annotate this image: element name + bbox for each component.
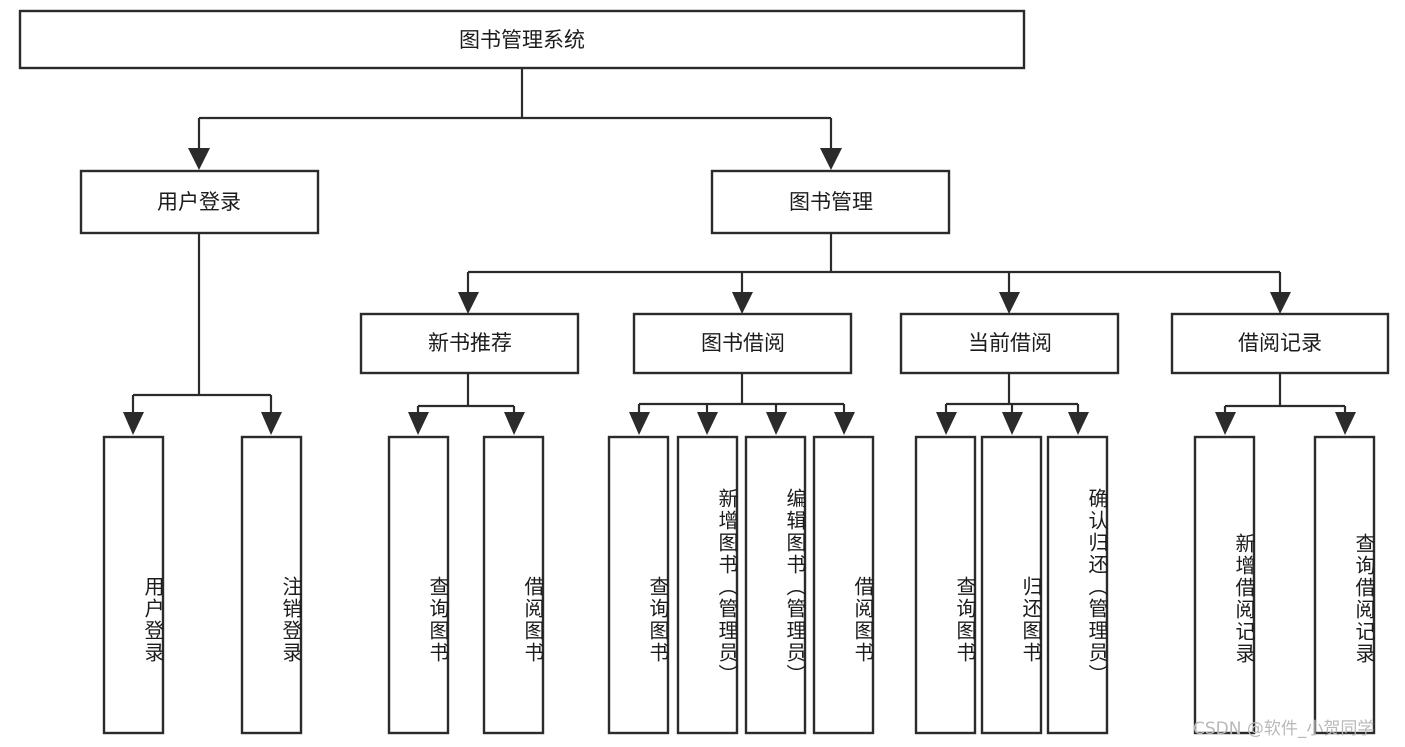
- leaf-rect-add-book[interactable]: [676, 435, 739, 735]
- arrow-head-book-borrow: [732, 292, 753, 314]
- connector-group-current-borrow: [936, 373, 1089, 435]
- arrow-head-book-manage: [820, 148, 842, 170]
- arrow-head-leaf-return-book: [1002, 412, 1023, 435]
- node-borrow-record-rect[interactable]: [1170, 312, 1390, 375]
- node-root-label: 图书管理系统: [459, 28, 585, 52]
- leaf-rect-confirm-return[interactable]: [1046, 435, 1109, 735]
- connector-group-user-login: [123, 233, 282, 435]
- node-book-manage-rect[interactable]: [710, 169, 951, 235]
- arrow-head-leaf-add-book: [697, 412, 718, 435]
- connector-group-new-book-recommend: [408, 373, 525, 435]
- connector-group-book-borrow: [629, 373, 855, 435]
- arrow-head-leaf-confirm-return: [1068, 412, 1089, 435]
- arrow-head-current-borrow: [999, 292, 1020, 314]
- leaf-rect-borrow-book[interactable]: [812, 435, 875, 735]
- connector-group-root: [188, 68, 842, 170]
- node-new-book-recommend[interactable]: 新书推荐: [359, 312, 580, 375]
- node-user-login[interactable]: 用户登录: [79, 169, 320, 235]
- node-book-manage-label: 图书管理: [789, 190, 873, 214]
- node-new-book-recommend-label: 新书推荐: [428, 331, 512, 355]
- node-user-login-label: 用户登录: [157, 190, 241, 214]
- node-root[interactable]: 图书管理系统: [18, 9, 1026, 70]
- node-current-borrow-label: 当前借阅: [968, 331, 1052, 355]
- leaf-rect-query-book-recommend[interactable]: [387, 435, 450, 735]
- node-book-borrow-rect[interactable]: [632, 312, 853, 375]
- node-book-borrow-label: 图书借阅: [701, 331, 785, 355]
- arrow-head-leaf-logout: [261, 412, 282, 435]
- leaf-rect-edit-book[interactable]: [744, 435, 807, 735]
- arrow-head-user-login: [188, 148, 210, 170]
- node-root-rect[interactable]: [18, 9, 1026, 70]
- node-current-borrow-rect[interactable]: [899, 312, 1120, 375]
- arrow-head-leaf-edit-book: [766, 412, 787, 435]
- arrow-head-new-book-recommend: [458, 292, 479, 314]
- node-current-borrow[interactable]: 当前借阅: [899, 312, 1120, 375]
- csdn-watermark: CSDN @软件_小贺同学: [1193, 719, 1375, 739]
- arrow-head-leaf-query-book-current: [936, 412, 957, 435]
- arrow-head-borrow-record: [1270, 292, 1291, 314]
- leaf-rect-user-login[interactable]: [102, 435, 165, 735]
- node-book-manage[interactable]: 图书管理: [710, 169, 951, 235]
- arrow-head-leaf-add-borrow-record: [1215, 412, 1236, 435]
- arrow-head-leaf-user-login: [123, 412, 144, 435]
- node-borrow-record-label: 借阅记录: [1238, 331, 1322, 355]
- arrow-head-leaf-borrow-book: [834, 412, 855, 435]
- connector-group-book-manage: [458, 233, 1291, 314]
- leaf-rect-query-book-borrow[interactable]: [607, 435, 670, 735]
- arrow-head-leaf-query-borrow-record: [1335, 412, 1356, 435]
- leaf-rect-logout[interactable]: [240, 435, 303, 735]
- node-book-borrow[interactable]: 图书借阅: [632, 312, 853, 375]
- arrow-head-leaf-query-book-recommend: [408, 412, 429, 435]
- arrow-head-leaf-query-book-borrow: [629, 412, 650, 435]
- node-new-book-recommend-rect[interactable]: [359, 312, 580, 375]
- leaf-rect-borrow-book-recommend[interactable]: [482, 435, 545, 735]
- arrow-head-leaf-borrow-book-recommend: [504, 412, 525, 435]
- leaf-rect-return-book[interactable]: [980, 435, 1043, 735]
- leaf-rect-query-borrow-record[interactable]: [1313, 435, 1376, 735]
- node-borrow-record[interactable]: 借阅记录: [1170, 312, 1390, 375]
- leaf-rect-add-borrow-record[interactable]: [1193, 435, 1256, 735]
- node-user-login-rect[interactable]: [79, 169, 320, 235]
- connector-group-borrow-record: [1215, 373, 1356, 435]
- leaf-rect-query-book-current[interactable]: [914, 435, 977, 735]
